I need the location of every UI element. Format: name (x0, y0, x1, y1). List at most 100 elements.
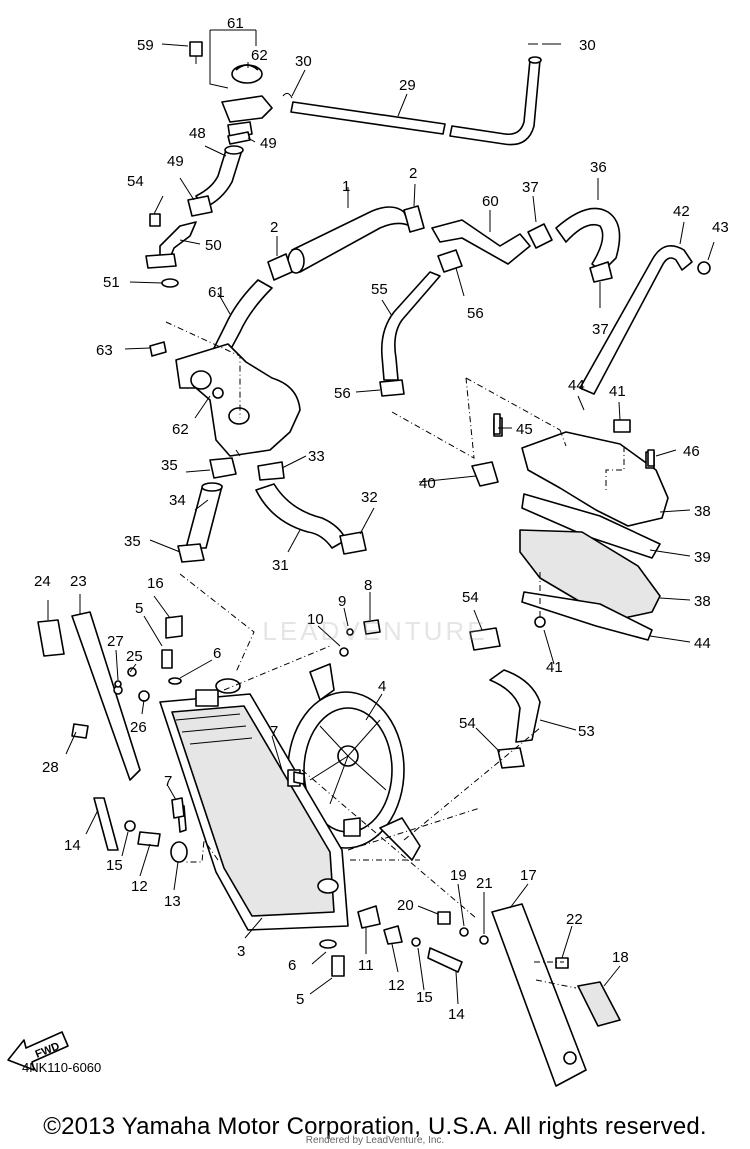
callout-46b: 44 (568, 377, 585, 394)
watermark: LEADVENTURE (262, 616, 488, 646)
callout-63: 63 (96, 342, 113, 359)
callout-26: 26 (130, 719, 147, 736)
callout-42: 41 (609, 383, 626, 400)
callout-48: 48 (189, 125, 206, 142)
callout-11: 11 (358, 957, 374, 974)
callout-54a-label: 54 (462, 589, 479, 606)
hose-45 (579, 244, 711, 395)
copyright-notice: ©2013 Yamaha Motor Corporation, U.S.A. A… (43, 1113, 707, 1140)
callout-45: 42 (673, 203, 690, 220)
callout-7a: 7 (270, 723, 278, 740)
right-bracket (491, 903, 621, 1087)
callout-38-label: 38 (694, 593, 711, 610)
hose-1 (267, 205, 425, 281)
callout-52: 54 (127, 173, 144, 190)
callout-15a: 15 (106, 857, 123, 874)
callout-39: 38 (694, 503, 711, 520)
callout-44: 44 (694, 635, 711, 652)
callout-53: 53 (578, 723, 595, 740)
callout-19: 19 (450, 867, 467, 884)
callout-54b: 54 (459, 715, 476, 732)
callout-50: 50 (205, 237, 222, 254)
callout-35a: 35 (161, 457, 178, 474)
callout-2a: 2 (409, 165, 417, 182)
callout-23: 23 (70, 573, 87, 590)
diagram-code: 4NK110-6060 (22, 1060, 102, 1075)
pipe-50 (145, 213, 197, 288)
callout-5b: 5 (296, 991, 304, 1008)
callout-30b: 30 (579, 37, 596, 54)
callout-31: 31 (272, 557, 289, 574)
callout-7b: 7 (164, 773, 172, 790)
lower-hoses (177, 457, 367, 563)
callout-58: 60 (482, 193, 499, 210)
callout-3: 3 (237, 943, 245, 960)
callout-15b: 15 (416, 989, 433, 1006)
callout-6a: 6 (213, 645, 221, 662)
callout-24: 24 (34, 573, 51, 590)
callout-47b: 46 (683, 443, 700, 460)
callout-60: 62 (251, 47, 268, 64)
water-jacket-assembly (471, 417, 669, 641)
callout-21: 21 (476, 875, 493, 892)
callout-46a: 43 (712, 219, 729, 236)
callout-49a: 49 (260, 135, 277, 152)
callout-62: 62 (172, 421, 189, 438)
callout-labels: 59 61 62 30 30 29 48 49 49 54 50 51 62 6… (34, 15, 729, 1023)
callout-61-label: 61 (208, 284, 225, 301)
callout-5a: 5 (135, 600, 143, 617)
callout-29: 29 (399, 77, 416, 94)
callout-37a: 37 (522, 179, 539, 196)
callout-25: 25 (126, 648, 143, 665)
callout-14b: 14 (448, 1006, 465, 1023)
callout-59: 61 (227, 15, 244, 32)
callout-56b: 56 (334, 385, 351, 402)
callout-14a: 14 (64, 837, 81, 854)
thermostat-housing (149, 341, 301, 457)
callout-40: 39 (694, 549, 711, 566)
callout-33: 33 (308, 448, 325, 465)
callout-34: 34 (169, 492, 186, 509)
callout-37b: 37 (592, 321, 609, 338)
callout-20: 20 (397, 897, 414, 914)
pipe-58 (431, 219, 553, 265)
callout-6b: 6 (288, 957, 296, 974)
hose-55 (379, 249, 463, 397)
callout-12a: 12 (131, 878, 148, 895)
callout-47a: 45 (516, 421, 533, 438)
callout-2b: 2 (270, 219, 278, 236)
hose-36 (555, 207, 621, 283)
callout-22: 22 (566, 911, 583, 928)
callout-36: 36 (590, 159, 607, 176)
left-bracket (37, 611, 185, 819)
callout-49b: 49 (167, 153, 184, 170)
callout-12b: 12 (388, 977, 405, 994)
callout-57: 59 (137, 37, 154, 54)
callout-1: 1 (342, 178, 350, 195)
callout-8: 8 (364, 577, 372, 594)
callout-43: 40 (419, 475, 436, 492)
callout-32: 32 (361, 489, 378, 506)
callout-16: 16 (147, 575, 164, 592)
callout-4: 4 (378, 678, 386, 695)
callout-27: 27 (107, 633, 124, 650)
callout-55: 55 (371, 281, 388, 298)
rendered-note: Rendered by LeadVenture, Inc. (305, 1135, 445, 1146)
overflow-hose (282, 43, 542, 146)
callout-9: 9 (338, 593, 346, 610)
callout-35b: 35 (124, 533, 141, 550)
hardware (71, 413, 655, 977)
callout-30a: 30 (295, 53, 312, 70)
callout-41: 41 (546, 659, 563, 676)
hose-48 (187, 131, 251, 217)
callout-18: 18 (612, 949, 629, 966)
callout-51: 51 (103, 274, 120, 291)
hose-53 (469, 627, 541, 769)
callout-10: 10 (307, 611, 324, 628)
leader-lines (47, 43, 715, 1005)
callout-17: 17 (520, 867, 537, 884)
callout-56a: 56 (467, 305, 484, 322)
radiator (159, 678, 349, 931)
callout-28: 28 (42, 759, 59, 776)
